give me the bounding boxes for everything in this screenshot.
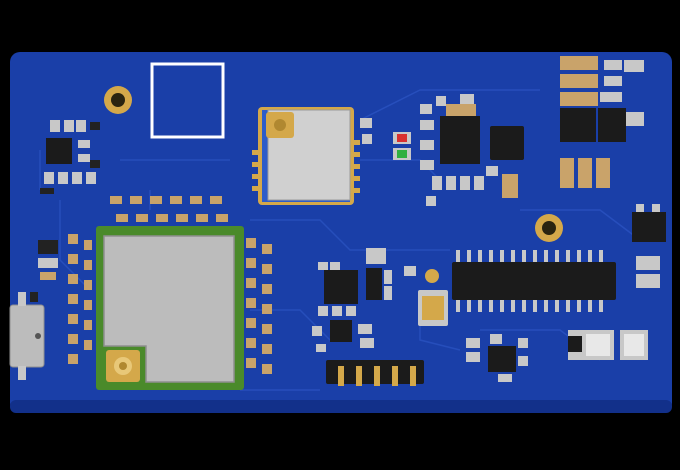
ic-right-middle — [632, 204, 666, 288]
pin-header — [326, 360, 424, 386]
power-section-top-right — [560, 56, 644, 188]
crystal-oscillator — [404, 266, 448, 326]
mounting-hole-right — [535, 214, 563, 242]
ic-cluster-top-left — [40, 120, 100, 194]
microcontroller-ic — [452, 250, 616, 312]
passive-components-left-module — [68, 196, 272, 374]
ic-cluster-bottom-right — [466, 330, 648, 382]
left-small-components — [30, 240, 58, 302]
shielded-module-top — [252, 107, 372, 205]
antenna-connector-top-icon — [266, 112, 294, 138]
antenna-connector-icon — [106, 350, 140, 382]
wifi-module — [96, 226, 244, 390]
pcb-board-edge-shade — [10, 400, 672, 413]
status-leds — [393, 132, 411, 160]
silkscreen-square — [150, 62, 225, 139]
ic-cluster-middle — [312, 248, 392, 352]
mounting-hole-left — [104, 86, 132, 114]
side-switch — [9, 292, 45, 380]
ic-cluster-top-middle — [420, 94, 524, 206]
